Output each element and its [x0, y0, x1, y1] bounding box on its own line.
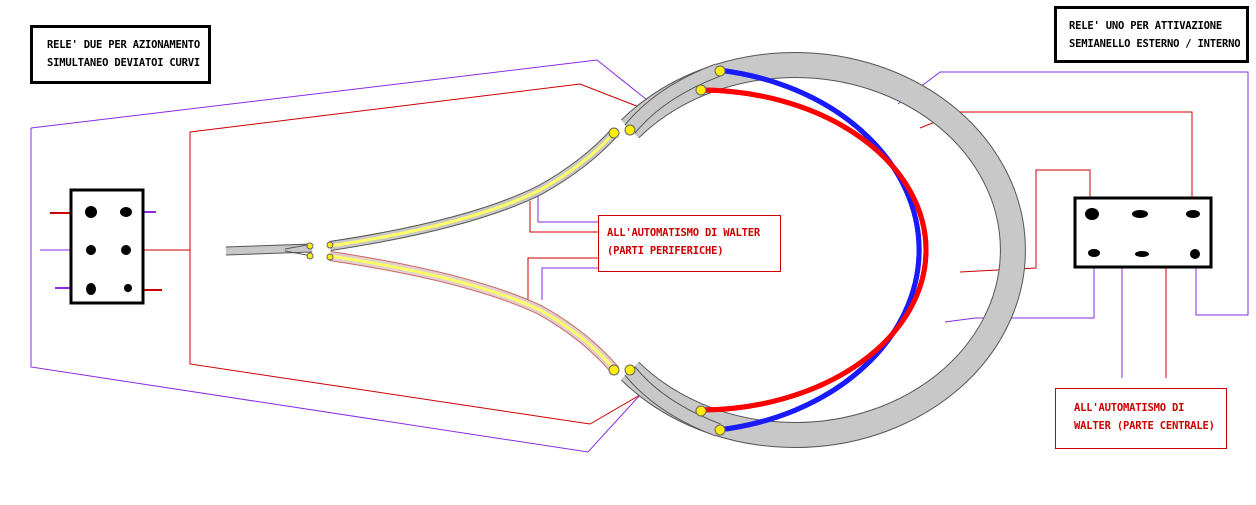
- track-joints: [306, 65, 726, 436]
- wire-periferiche-red-top: [529, 201, 598, 233]
- wire-periferiche-purple: [537, 196, 598, 223]
- loop-track: [620, 52, 1026, 448]
- relay-right-contact: [1135, 251, 1149, 257]
- relay-left: [69, 188, 145, 305]
- relay-left-contact: [120, 207, 132, 217]
- relay-right: [1073, 196, 1213, 269]
- wire-relay-left-top-purple: [30, 59, 653, 129]
- relay-right-contact: [1186, 210, 1200, 218]
- label-rele-due-line2: SIMULTANEO DEVIATOI CURVI: [47, 57, 201, 69]
- relay-right-contact: [1088, 249, 1100, 257]
- relay-right-contact: [1132, 210, 1148, 218]
- label-walter-centrale: ALL'AUTOMATISMO DI WALTER (PARTE CENTRAL…: [1055, 388, 1227, 449]
- label-rele-uno-line1: RELE' UNO PER ATTIVAZIONE: [1069, 20, 1223, 32]
- label-walter-periferiche-line1: ALL'AUTOMATISMO DI WALTER: [607, 227, 761, 239]
- wire-relay-left-bottom-purple: [30, 128, 641, 453]
- wire-relay-left-top-red: [189, 83, 653, 133]
- relay-right-contact: [1085, 208, 1099, 220]
- label-rele-uno-line2: SEMIANELLO ESTERNO / INTERNO: [1069, 38, 1241, 50]
- label-rele-due-line1: RELE' DUE PER AZIONAMENTO: [47, 39, 201, 51]
- wire-periferiche-purple-2: [541, 267, 598, 300]
- wire-ring-bottom-purple: [944, 256, 1095, 323]
- relay-right-contact: [1190, 249, 1200, 259]
- label-walter-centrale-line1: ALL'AUTOMATISMO DI: [1074, 402, 1185, 414]
- wire-relay-left-vertical-red: [189, 132, 641, 425]
- label-walter-periferiche: ALL'AUTOMATISMO DI WALTER (PARTI PERIFER…: [598, 215, 781, 272]
- relay-left-contact: [124, 284, 132, 292]
- label-walter-periferiche-line2: (PARTI PERIFERICHE): [607, 245, 724, 257]
- relay-left-contact: [86, 283, 96, 295]
- label-walter-centrale-line2: WALTER (PARTE CENTRALE): [1074, 420, 1215, 432]
- wire-relay-right-purple: [1121, 253, 1142, 378]
- fan-out-track: [225, 128, 619, 374]
- label-rele-uno: RELE' UNO PER ATTIVAZIONE SEMIANELLO EST…: [1054, 6, 1249, 63]
- label-rele-due: RELE' DUE PER AZIONAMENTO SIMULTANEO DEV…: [30, 25, 211, 84]
- purple-wires: [30, 59, 1249, 453]
- relay-left-contact: [85, 206, 97, 218]
- relay-left-contact: [121, 245, 131, 255]
- relay-left-contact: [86, 245, 96, 255]
- wire-periferiche-red-bottom: [527, 257, 598, 300]
- wire-ring-outer-purple: [897, 71, 1249, 316]
